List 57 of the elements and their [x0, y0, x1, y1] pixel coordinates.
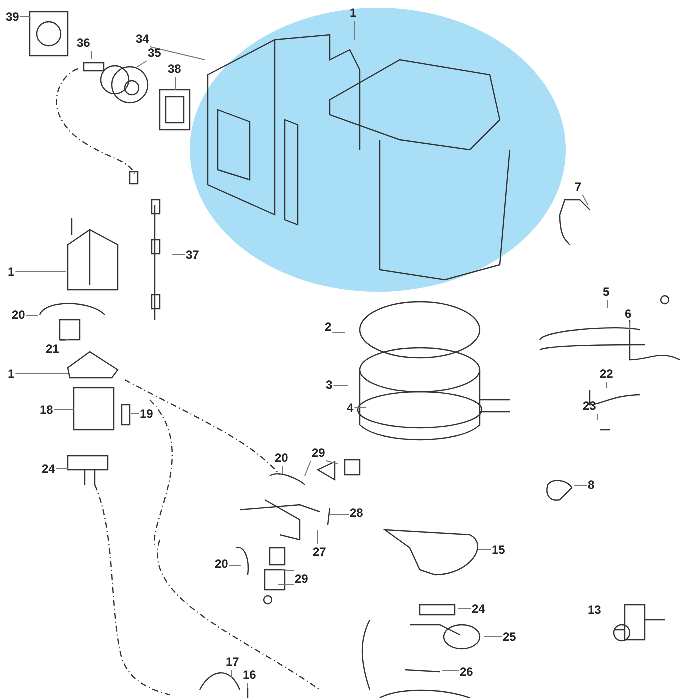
- callout-number: 21: [46, 342, 60, 356]
- callout-number: 1: [8, 367, 15, 381]
- leader-line: [56, 468, 68, 470]
- leader-line: [20, 16, 30, 18]
- callout-number: 8: [588, 478, 595, 492]
- callout-number: 24: [42, 462, 56, 476]
- callout-number: 18: [40, 403, 54, 417]
- callout-number: 13: [588, 603, 602, 617]
- callout-number: 29: [295, 572, 308, 586]
- callout-number: 28: [350, 506, 364, 520]
- leader-line: [60, 340, 68, 342]
- leader-line: [596, 414, 598, 420]
- leader-line: [332, 332, 346, 334]
- leader-line: [330, 514, 350, 516]
- leader-line: [326, 460, 338, 464]
- callout-number: 16: [243, 668, 256, 682]
- leader-line: [606, 382, 608, 388]
- leader-line: [90, 50, 92, 60]
- callout-number: 7: [575, 180, 582, 194]
- callout-number: 1: [350, 6, 357, 20]
- callout-number: 20: [215, 557, 228, 571]
- callout-number: 34: [136, 32, 150, 46]
- callout-number: 35: [148, 46, 162, 60]
- leader-line: [442, 670, 460, 672]
- callout-number: 1: [8, 265, 15, 279]
- callout-number: 15: [492, 543, 506, 557]
- leader-line: [150, 46, 206, 60]
- leader-line: [458, 608, 472, 610]
- callout-number: 17: [226, 655, 240, 669]
- callout-number: 24: [472, 602, 486, 616]
- callout-number: 6: [625, 307, 632, 321]
- callout-number: 36: [77, 36, 90, 50]
- callout-number: 29: [312, 446, 326, 460]
- leader-line: [282, 570, 294, 572]
- leader-line: [282, 466, 284, 474]
- callout-number: 39: [6, 10, 20, 24]
- callout-number: 38: [168, 62, 182, 76]
- callout-number: 20: [275, 451, 288, 465]
- callout-number: 20: [12, 308, 26, 322]
- callout-number: 22: [600, 367, 614, 381]
- leader-line: [278, 584, 294, 586]
- leader-line: [484, 636, 502, 638]
- callout-number: 23: [583, 399, 596, 413]
- leader-line: [172, 254, 186, 256]
- leader-line: [136, 60, 148, 68]
- callout-number: 4: [347, 401, 354, 415]
- callout-number: 37: [186, 248, 200, 262]
- callout-number: 26: [460, 665, 474, 679]
- callout-number: 2: [325, 320, 332, 334]
- callout-number: 5: [603, 285, 610, 299]
- callout-number: 19: [140, 407, 154, 421]
- leader-line: [354, 20, 356, 40]
- callout-number: 27: [313, 545, 326, 559]
- leader-line: [582, 194, 588, 206]
- callout-number: 3: [326, 378, 333, 392]
- leader-line: [304, 460, 312, 476]
- callout-number: 25: [503, 630, 516, 644]
